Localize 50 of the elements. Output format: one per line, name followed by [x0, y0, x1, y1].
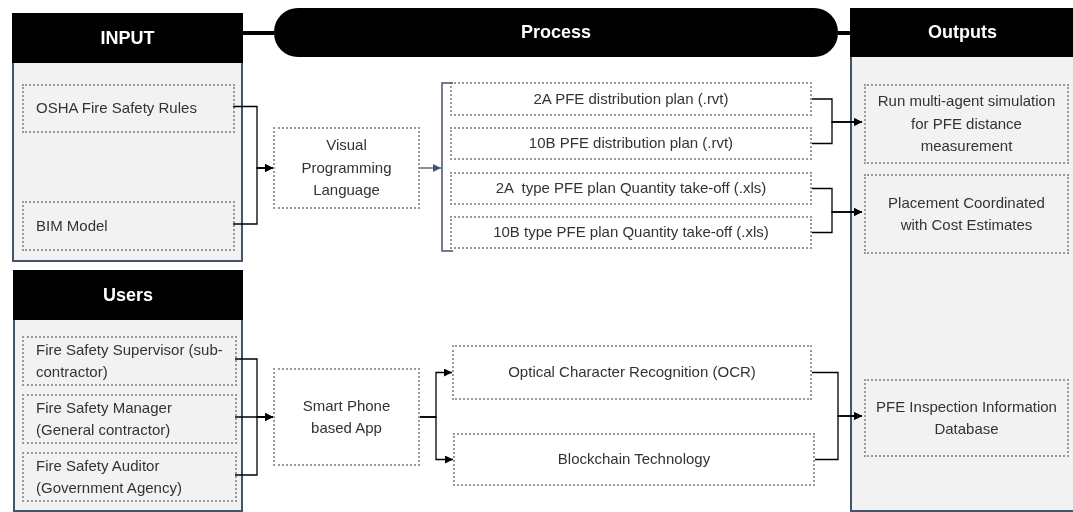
box-text: BIM Model: [36, 215, 108, 236]
process-box: [450, 172, 812, 205]
box-text: 10B type PFE plan Quantity take-off (.xls): [493, 222, 769, 243]
panel-header: Outputs: [850, 8, 1073, 57]
process-box: [450, 216, 812, 249]
box-text: 2A type PFE plan Quantity take-off (.xls): [495, 178, 767, 199]
arrow: [814, 412, 863, 461]
process-box: [864, 84, 1069, 164]
arrow: [234, 413, 274, 476]
panel-header: INPUT: [12, 13, 243, 63]
process-box: [22, 84, 235, 133]
box-text: Fire Safety Manager (General contractor): [36, 397, 173, 440]
arrow: [419, 164, 442, 172]
process-box: [273, 127, 420, 209]
process-box: [450, 127, 812, 160]
box-text: OSHA Fire Safety Rules: [36, 98, 197, 119]
box-text: 10B PFE distribution plan (.rvt): [528, 133, 734, 154]
box-text: Placement Coordinated with Cost Estimates: [887, 192, 1046, 235]
panel: [12, 13, 243, 262]
arrow: [419, 416, 454, 464]
banner-title: Process: [520, 22, 592, 43]
box-text: Smart Phone based App: [301, 395, 392, 438]
process-box: [453, 433, 815, 486]
box-text: Optical Character Recognition (OCR): [508, 362, 756, 383]
process-box: [273, 368, 420, 466]
arrow: [232, 164, 274, 225]
box-text: Fire Safety Supervisor (sub-contractor): [36, 339, 224, 382]
box-text: PFE Inspection Information Database: [875, 396, 1058, 439]
process-banner: [274, 8, 838, 57]
box-text: Fire Safety Auditor (Government Agency): [36, 455, 183, 498]
connector-line: [243, 31, 274, 35]
process-box: [22, 201, 235, 251]
process-box: [450, 82, 812, 116]
box-text: Blockchain Technology: [557, 449, 711, 470]
panel: [850, 8, 1073, 512]
process-box: [22, 394, 237, 444]
box-text: 2A PFE distribution plan (.rvt): [533, 88, 729, 109]
box-text: Run multi-agent simulation for PFE distance measurement: [876, 91, 1057, 157]
process-box: [452, 345, 812, 400]
bracket: [441, 82, 453, 252]
connector-line: [838, 31, 850, 35]
process-box: [22, 452, 237, 502]
process-box: [864, 174, 1069, 254]
process-box: [22, 336, 237, 386]
arrow: [811, 208, 863, 234]
box-text: Visual Programming Language: [300, 135, 393, 201]
arrow: [811, 118, 863, 145]
process-box: [864, 379, 1069, 457]
panel-header: Users: [13, 270, 243, 320]
panel: [13, 270, 243, 512]
